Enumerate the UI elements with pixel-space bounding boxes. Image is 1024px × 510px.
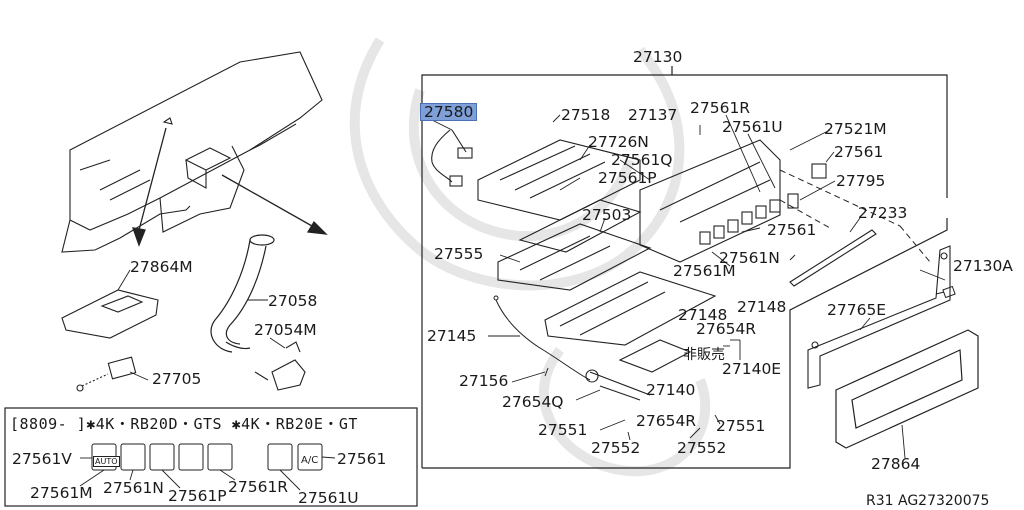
key-auto-label: AUTO — [93, 456, 120, 467]
key-ac-label: A/C — [301, 455, 319, 466]
bezel-27864 — [835, 329, 979, 449]
label-27561-b: 27561 — [767, 221, 817, 239]
label-27140: 27140 — [646, 381, 696, 399]
leader-lines — [117, 114, 946, 459]
panel-27864m — [61, 289, 159, 339]
label-27551-b: 27551 — [716, 417, 766, 435]
label-27140e: 27140E — [722, 360, 782, 378]
strip-27233 — [789, 229, 877, 287]
label-27561u: 27561U — [722, 118, 783, 136]
clip-27705 — [76, 356, 137, 392]
label-27795: 27795 — [836, 172, 886, 190]
label-27561p: 27561P — [598, 169, 657, 187]
label-27148-a: 27148 — [737, 298, 787, 316]
label-27561q: 27561Q — [611, 151, 673, 169]
label-27654q: 27654Q — [502, 393, 564, 411]
label-27054m: 27054M — [254, 321, 317, 339]
legend-27561v: 27561V — [12, 450, 72, 468]
label-27551-a: 27551 — [538, 421, 588, 439]
arrow-lines — [132, 127, 328, 247]
legend-27561r: 27561R — [228, 478, 289, 496]
harness-27580 — [431, 129, 473, 187]
legend-27561n: 27561N — [103, 479, 164, 497]
legend-title: [8809- ]✱4K・RB20D・GTS ✱4K・RB20E・GT — [10, 415, 358, 433]
label-27555: 27555 — [434, 245, 484, 263]
label-27561m: 27561M — [673, 262, 736, 280]
label-27654r-a: 27654R — [696, 320, 757, 338]
label-27521m: 27521M — [824, 120, 887, 138]
label-27552-a: 27552 — [591, 439, 641, 457]
label-27156: 27156 — [459, 372, 509, 390]
legend-27561p: 27561P — [168, 487, 227, 505]
control-panel-parts — [477, 139, 827, 401]
label-27726n: 27726N — [588, 133, 649, 151]
label-27233: 27233 — [858, 204, 908, 222]
label-27765e: 27765E — [827, 301, 887, 319]
legend-box — [4, 407, 418, 507]
label-27864m: 27864M — [130, 258, 193, 276]
label-27137: 27137 — [628, 106, 678, 124]
label-27503: 27503 — [582, 206, 632, 224]
legend-27561m: 27561M — [30, 484, 93, 502]
label-27058: 27058 — [268, 292, 318, 310]
label-27561r: 27561R — [690, 99, 751, 117]
label-27561: 27561 — [834, 143, 884, 161]
sensor-27054m — [254, 341, 306, 391]
screw-27130a — [935, 285, 956, 299]
label-27561n: 27561N — [719, 249, 780, 267]
label-27145: 27145 — [427, 327, 477, 345]
label-not-sold: 非販売 — [683, 347, 725, 363]
label-27148-b: 27148 — [678, 306, 728, 324]
bracket-27765e — [807, 245, 951, 389]
label-27705: 27705 — [152, 370, 202, 388]
dashed-guide-lines — [779, 169, 931, 263]
label-27864: 27864 — [871, 455, 921, 473]
label-27130a: 27130A — [953, 257, 1013, 275]
label-27518: 27518 — [561, 106, 611, 124]
label-27552-b: 27552 — [677, 439, 727, 457]
legend-27561u: 27561U — [298, 489, 359, 507]
label-27130: 27130 — [633, 48, 683, 66]
watermark-emblem — [349, 37, 711, 477]
label-27580-highlighted[interactable]: 27580 — [420, 103, 478, 121]
label-27654r-b: 27654R — [636, 412, 697, 430]
legend-27561: 27561 — [337, 450, 387, 468]
cable-27145 — [493, 295, 591, 381]
diagram-reference-code: R31 AG27320075 — [866, 493, 990, 509]
hose-27058 — [210, 234, 275, 353]
dashboard-illustration — [61, 51, 323, 253]
assembly-box-27130 — [421, 66, 948, 469]
